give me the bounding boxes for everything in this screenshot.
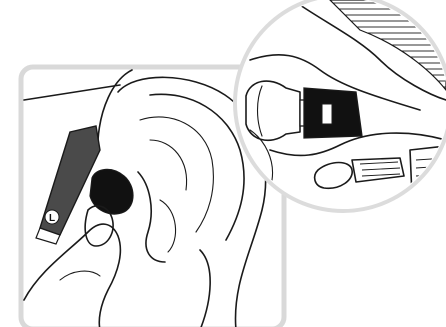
side-indicator-label: L: [49, 213, 55, 224]
zoom-earphone: [245, 80, 363, 142]
zoom-ear-tip: [245, 80, 301, 142]
main-panel: L: [18, 64, 287, 327]
ear-lobe: [199, 249, 211, 327]
ear-top-edge: [23, 84, 121, 101]
earphone-cable: [97, 69, 133, 141]
earphone: L: [35, 125, 134, 245]
thumb: [23, 223, 122, 327]
finger-crease: [59, 270, 101, 281]
earphone-cap: [35, 227, 61, 245]
hand: [23, 205, 122, 327]
zoom-finger-3: [409, 145, 446, 201]
zoom-detail-circle: [233, 0, 446, 213]
zoom-finger-1: [313, 161, 353, 190]
zoom-earphone-body: [303, 87, 363, 139]
ear-antihelix-inner: [139, 116, 214, 233]
ear-canal-upper-edge: [299, 4, 446, 101]
zoom-finger-2-lines: [359, 161, 401, 177]
ear-curve-left: [249, 129, 274, 181]
fingertip: [84, 205, 114, 247]
earphone-body: [39, 125, 101, 236]
zoom-tip-ridge: [256, 85, 263, 137]
zoom-earphone-window: [321, 103, 333, 125]
side-indicator-badge: [44, 209, 60, 225]
ear-concha: [137, 171, 166, 263]
ear-tragus-line: [159, 199, 177, 253]
ear-tip: [89, 168, 134, 215]
ear-contour-upper: [249, 54, 421, 111]
ear-contour-lower: [269, 132, 446, 157]
ear-fossa: [149, 139, 188, 191]
zoom-finger-2: [351, 157, 405, 183]
ear-antihelix-outer: [149, 93, 245, 241]
